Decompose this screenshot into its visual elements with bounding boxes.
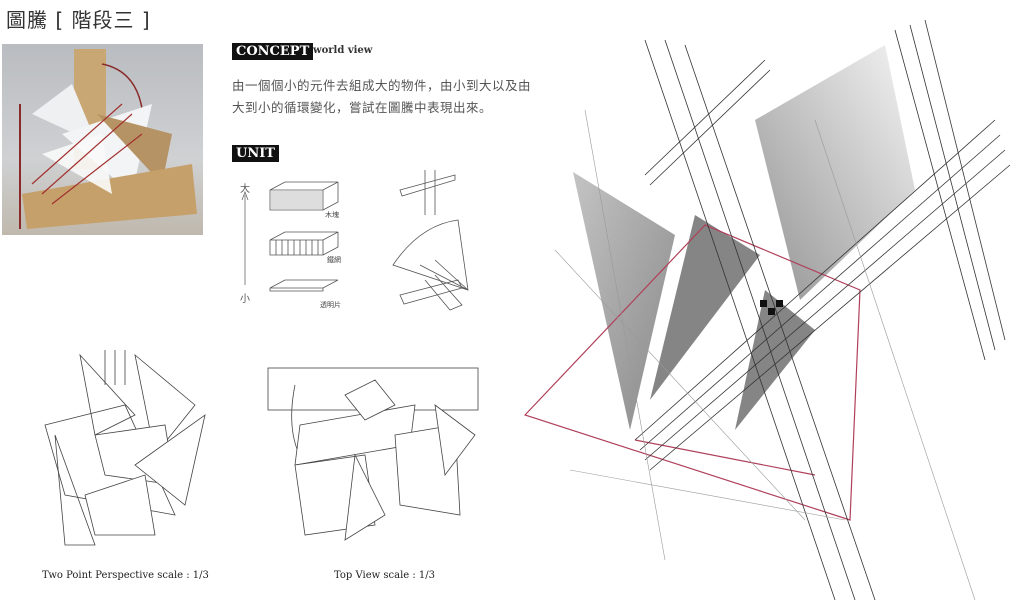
totem-drawing <box>523 19 1011 601</box>
concept-tag: CONCEPT <box>232 43 314 60</box>
scale-small-label: 小 <box>240 294 250 305</box>
unit-sketches <box>241 170 469 311</box>
material-label: 透明片 <box>320 301 341 309</box>
concept-subtitle: world view <box>313 45 373 56</box>
model-photo <box>2 44 203 235</box>
concept-text: 由一個個小的元件去組成大的物件，由小到大以及由大到小的循環變化，嘗試在圖騰中表現… <box>232 78 532 115</box>
perspective-caption: Two Point Perspective scale : 1/3 <box>42 570 209 581</box>
page-title: 圖騰 [ 階段三 ] <box>6 8 151 32</box>
top-view-caption: Top View scale : 1/3 <box>334 570 436 581</box>
top-view-drawing <box>267 367 479 541</box>
perspective-drawing <box>44 350 206 546</box>
scale-large-label: 大 <box>240 184 250 195</box>
material-label: 鐵網 <box>327 256 341 264</box>
unit-tag: UNIT <box>232 145 279 162</box>
material-label: 木塊 <box>325 211 339 219</box>
